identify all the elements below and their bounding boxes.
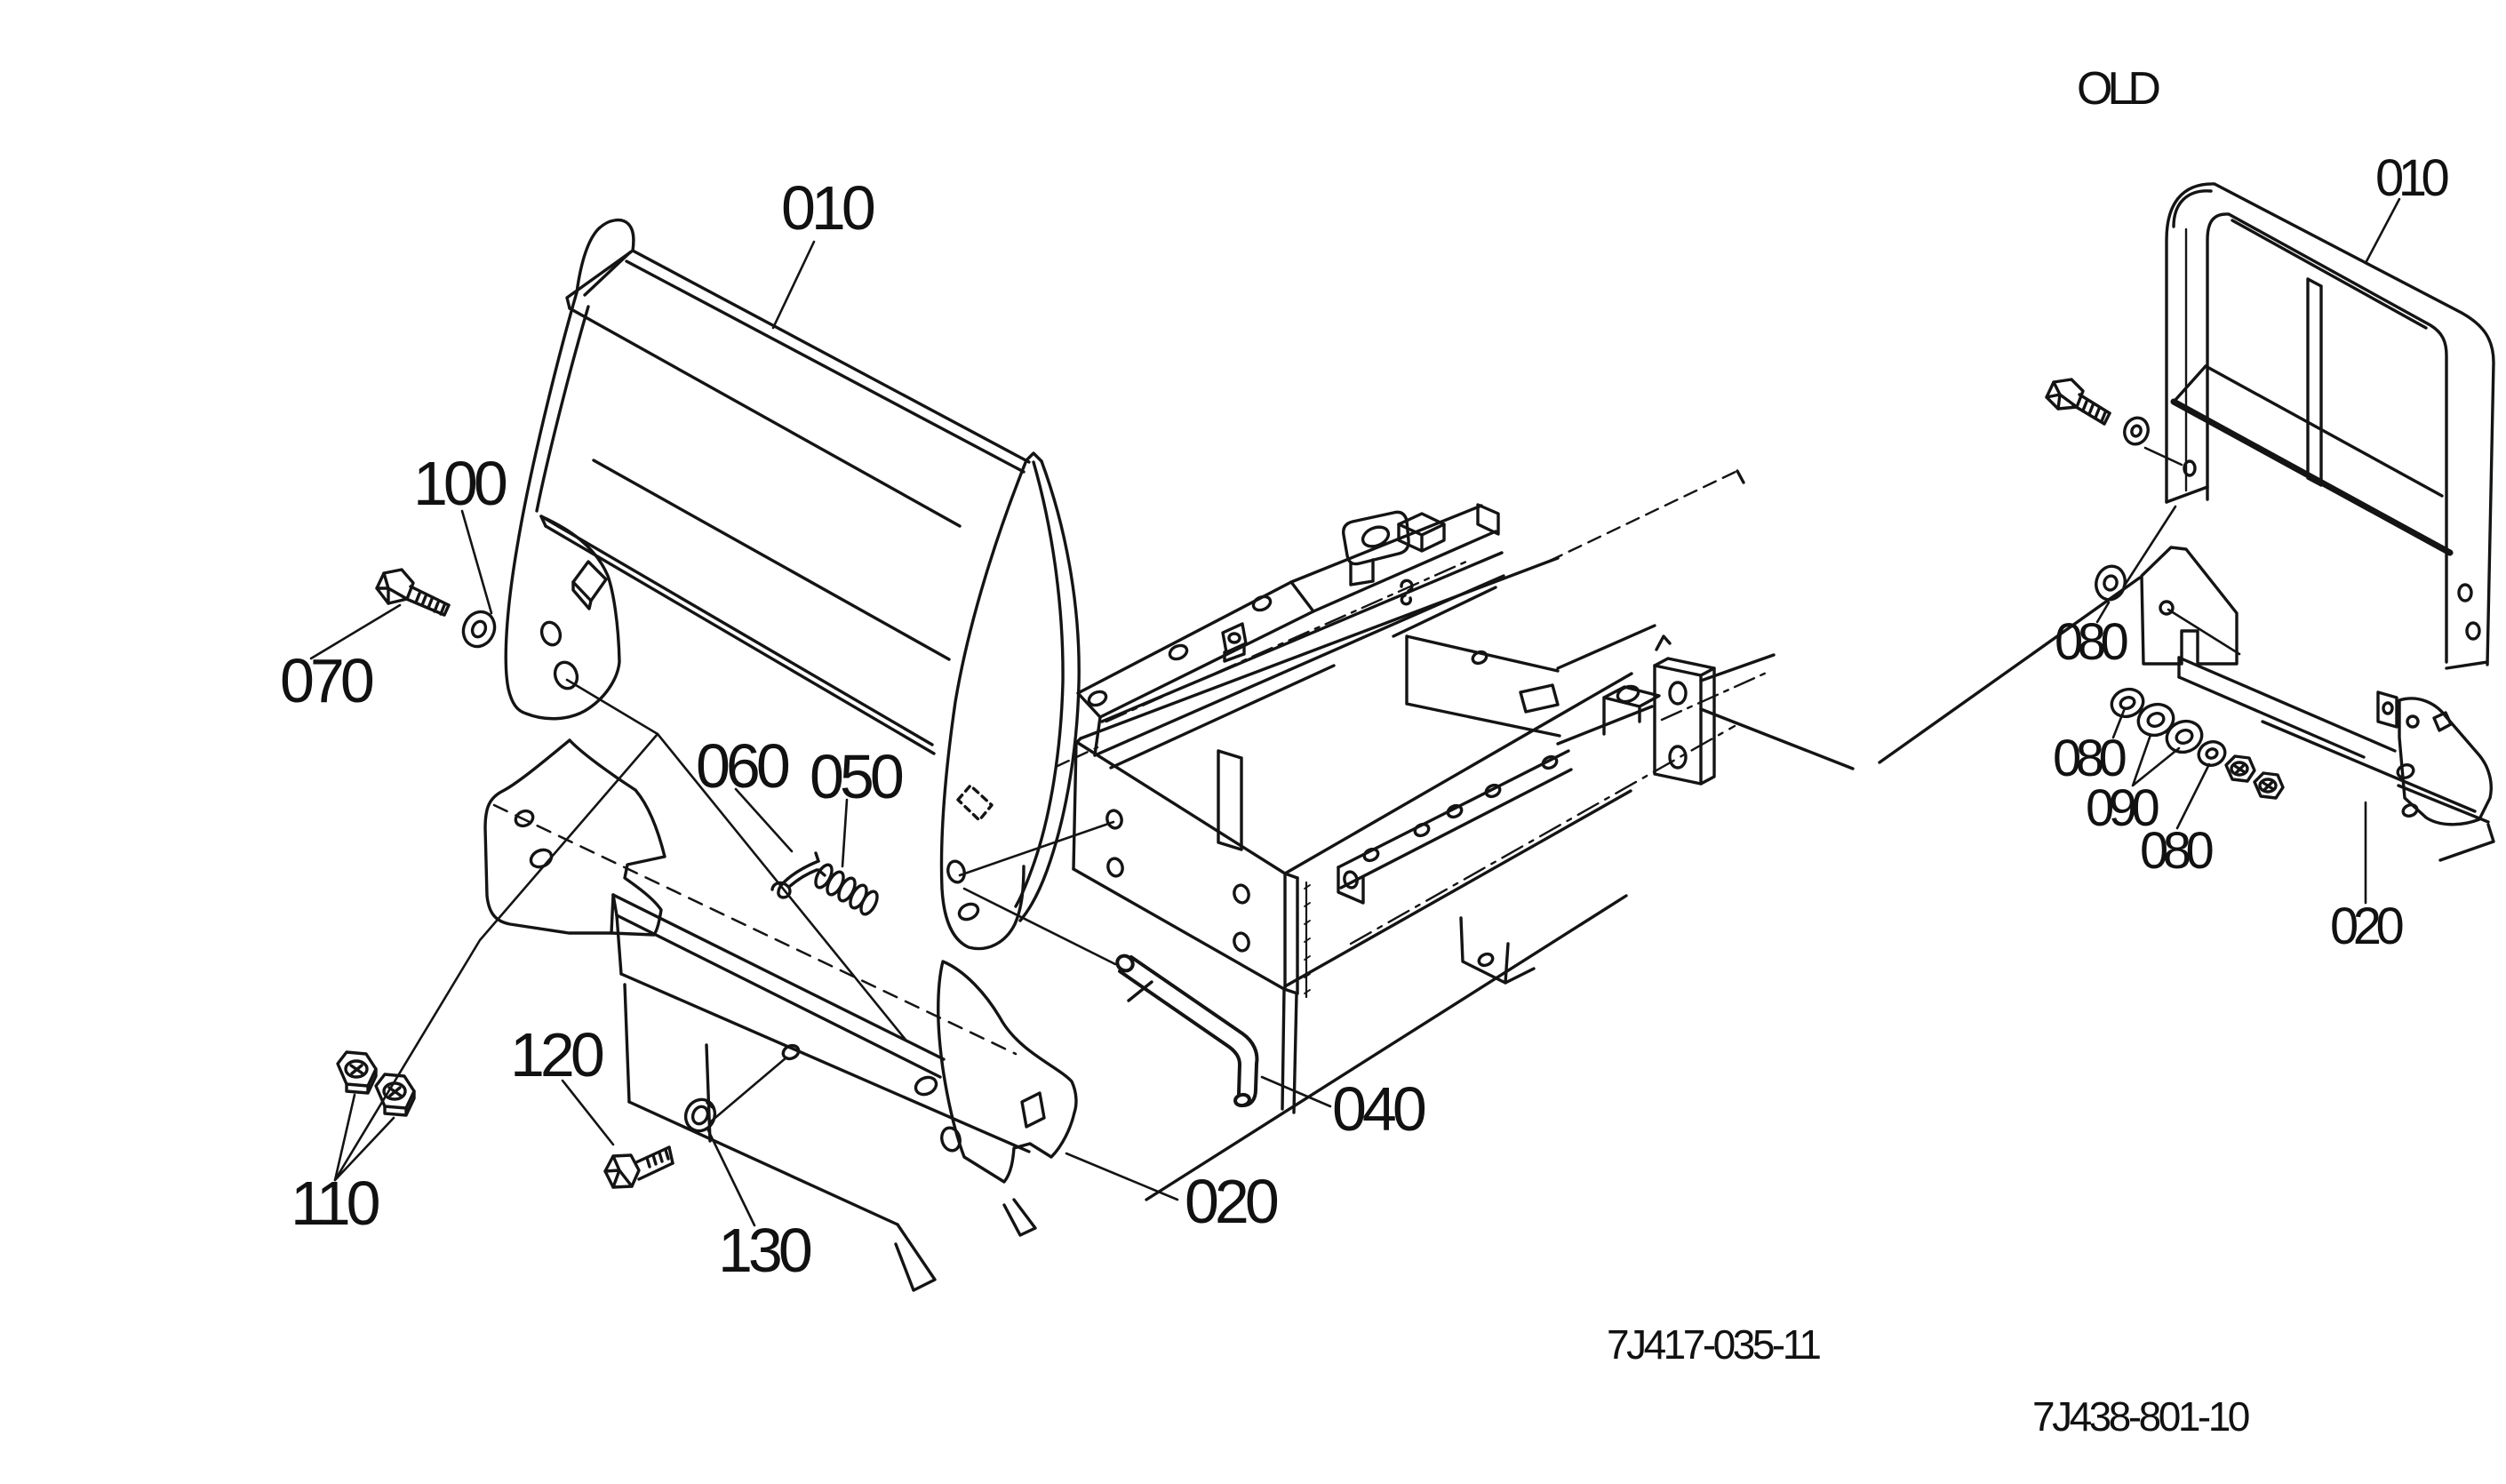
svg-text:7J438-801-10: 7J438-801-10	[2032, 1393, 2249, 1440]
svg-text:060: 060	[696, 731, 789, 801]
svg-text:020: 020	[2330, 898, 2403, 955]
svg-text:090: 090	[2086, 779, 2159, 837]
svg-text:080: 080	[2053, 730, 2126, 787]
svg-text:070: 070	[280, 646, 373, 715]
svg-text:010: 010	[781, 173, 874, 243]
svg-text:080: 080	[2140, 822, 2213, 880]
svg-text:040: 040	[1332, 1074, 1425, 1144]
svg-text:080: 080	[2055, 613, 2127, 671]
svg-text:020: 020	[1185, 1167, 1278, 1236]
svg-text:100: 100	[413, 449, 507, 518]
svg-text:110: 110	[291, 1169, 379, 1238]
svg-text:7J417-035-11: 7J417-035-11	[1607, 1321, 1820, 1368]
svg-text:120: 120	[510, 1020, 603, 1089]
svg-text:010: 010	[2375, 149, 2448, 207]
svg-text:050: 050	[810, 742, 903, 811]
svg-text:OLD: OLD	[2077, 63, 2159, 115]
svg-text:130: 130	[718, 1216, 811, 1285]
